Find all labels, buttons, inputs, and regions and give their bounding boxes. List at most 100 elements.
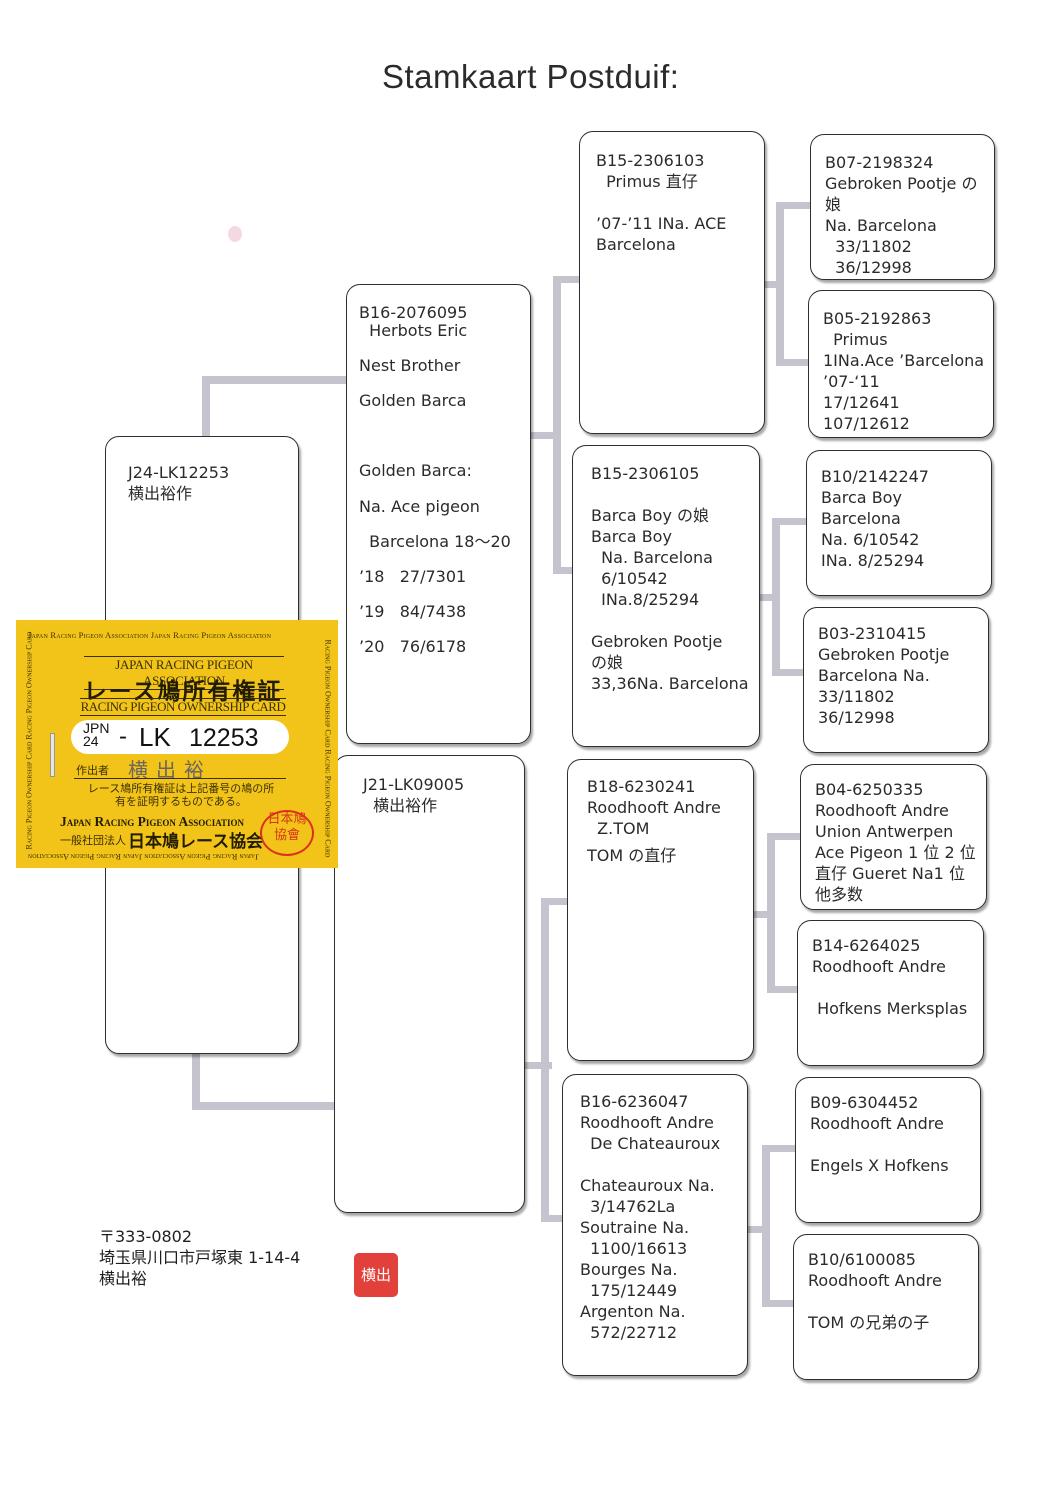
connector-ds-top	[767, 833, 803, 840]
note: De Chateauroux	[580, 1134, 721, 1153]
ring-number: B16-2076095	[359, 303, 468, 322]
pedigree-box-ggp-8: B10/6100085 Roodhooft Andre TOM の兄弟の子	[793, 1234, 979, 1380]
spacer	[359, 410, 530, 428]
note: Primus	[823, 330, 888, 349]
result: 3/14762La	[580, 1197, 676, 1216]
breeder: Herbots Eric	[359, 320, 468, 340]
result: ’19 84/7438	[359, 602, 467, 622]
connector-sd-stub	[757, 594, 779, 601]
country-year: JPN 24	[83, 720, 110, 749]
note: Na. Barcelona	[825, 216, 937, 235]
divider	[74, 778, 286, 779]
pedigree-box-dam-dam: B16-6236047 Roodhooft Andre De Chateauro…	[562, 1074, 748, 1376]
pedigree-box-ggp-6: B14-6264025 Roodhooft Andre Hofkens Merk…	[797, 920, 984, 1066]
race: Bourges Na.	[580, 1260, 678, 1279]
race: Chateauroux Na.	[580, 1176, 715, 1195]
result: 572/22712	[580, 1323, 677, 1342]
card-header-en: JAPAN RACING PIGEON ASSOCIATION	[84, 656, 284, 690]
ring-number: B10/2142247	[821, 467, 929, 486]
note: TOM の兄弟の子	[808, 1313, 930, 1332]
note: Gebroken Pootje	[818, 645, 950, 664]
result: ’18 27/7301	[359, 566, 467, 586]
spacer	[810, 1134, 980, 1155]
card-rim-left: Racing Pigeon Ownership Card Racing Pige…	[24, 631, 34, 850]
ring-number: B15-2306103	[596, 151, 705, 170]
pedigree-box-sire-sire: B15-2306103 Primus 直仔 ’07-’11 INa. ACE B…	[579, 131, 765, 434]
connector-ds-stub	[752, 911, 774, 918]
ring-number: J24-LK12253	[128, 463, 230, 482]
connector-sd-top	[772, 518, 808, 525]
spacer	[359, 427, 530, 445]
note: Engels X Hofkens	[810, 1156, 949, 1175]
breeder: Roodhooft Andre	[812, 957, 946, 976]
result: 1100/16613	[580, 1239, 688, 1258]
result: 107/12612	[823, 414, 910, 433]
card-description: レース鳩所有権証は上記番号の鳩の所有を証明するものである。	[87, 782, 275, 808]
pedigree-box-dam-sire: B18-6230241 Roodhooft Andre Z.TOM TOM の直…	[567, 759, 754, 1061]
owner-label: 作出者	[76, 764, 109, 777]
postal-code: 〒333-0802	[99, 1227, 193, 1246]
ring-number: B09-6304452	[810, 1093, 919, 1112]
pedigree-box-ggp-1: B07-2198324 Gebroken Pootje の 娘 Na. Barc…	[810, 134, 995, 280]
ring-number: B18-6230241	[587, 777, 696, 796]
result: 6/10542	[591, 569, 668, 588]
spacer	[359, 480, 530, 498]
breeder: Roodhooft Andre	[580, 1113, 714, 1132]
card-rim-right: Racing Pigeon Ownership Card Racing Pige…	[323, 639, 333, 858]
note: Golden Barca	[359, 390, 467, 410]
street-address: 埼玉県川口市戸塚東 1-14-4	[99, 1248, 301, 1267]
note: Z.TOM	[587, 819, 650, 838]
ring-number: B16-6236047	[580, 1092, 689, 1111]
result: 175/12449	[580, 1281, 677, 1300]
breeder: 横出裕作	[128, 484, 193, 503]
note: 1INa.Ace ’Barcelona	[823, 351, 985, 370]
ring-serial: 12253	[189, 724, 259, 752]
year-code: 24	[83, 733, 99, 749]
note: Hofkens Merksplas	[812, 999, 968, 1018]
spacer	[359, 445, 530, 463]
note: Gebroken Pootje の	[825, 174, 978, 193]
country-code: JPN	[83, 720, 110, 736]
card-header-jp: レース鳩所有権証	[83, 679, 283, 705]
result: 33/11802	[825, 237, 912, 256]
owner-name: 横出裕	[99, 1269, 148, 1288]
pedigree-box-dam: J21-LK09005 横出裕作	[334, 755, 525, 1213]
connector-sire-top	[553, 276, 580, 283]
result: 36/12998	[818, 708, 895, 727]
series-code: LK	[139, 722, 171, 752]
association-name-en: Japan Racing Pigeon Association	[60, 814, 245, 829]
spacer	[359, 374, 530, 392]
connector-dam-bar	[541, 898, 549, 1222]
spacer	[359, 586, 530, 604]
connector-sd-bar	[772, 518, 780, 676]
note: Barcelona 18～20	[359, 531, 511, 551]
separator: -	[119, 723, 127, 750]
note: Na. Barcelona	[591, 548, 713, 567]
result: 17/12641	[823, 393, 900, 412]
connector-ds-bot	[767, 986, 799, 993]
spacer	[359, 550, 530, 568]
connector-dd-top	[762, 1145, 798, 1152]
ring-number-plate: JPN 24 - LK 12253	[71, 720, 289, 754]
pedigree-box-ggp-5: B04-6250335 Roodhooft Andre Union Antwer…	[800, 764, 987, 910]
pedigree-box-ggp-2: B05-2192863 Primus 1INa.Ace ’Barcelona ’…	[808, 290, 994, 438]
ring-number: B03-2310415	[818, 624, 927, 643]
note: Gebroken Pootje	[591, 632, 723, 651]
connector-ss-bar	[776, 202, 784, 366]
result: INa. 8/25294	[821, 551, 925, 570]
spacer	[359, 339, 530, 357]
connector-dd-bar	[762, 1145, 770, 1307]
card-rim-top: Japan Racing Pigeon Association Japan Ra…	[28, 630, 272, 640]
note: Barca Boy	[821, 488, 902, 507]
association-name-jp: 日本鳩レース協会	[128, 832, 264, 852]
spacer	[359, 621, 530, 639]
note: Golden Barca:	[359, 461, 472, 481]
note: の娘	[591, 653, 624, 672]
connector-ss-top	[776, 202, 810, 209]
card-subheader-en: RACING PIGEON OWNERSHIP CARD	[80, 698, 286, 716]
owner-address: 〒333-0802 埼玉県川口市戸塚東 1-14-4 横出裕	[99, 1226, 300, 1289]
connector-dd-bot	[762, 1300, 794, 1307]
note: Primus 直仔	[596, 172, 698, 191]
race: Soutraine Na.	[580, 1218, 690, 1237]
result: 33/11802	[818, 687, 895, 706]
